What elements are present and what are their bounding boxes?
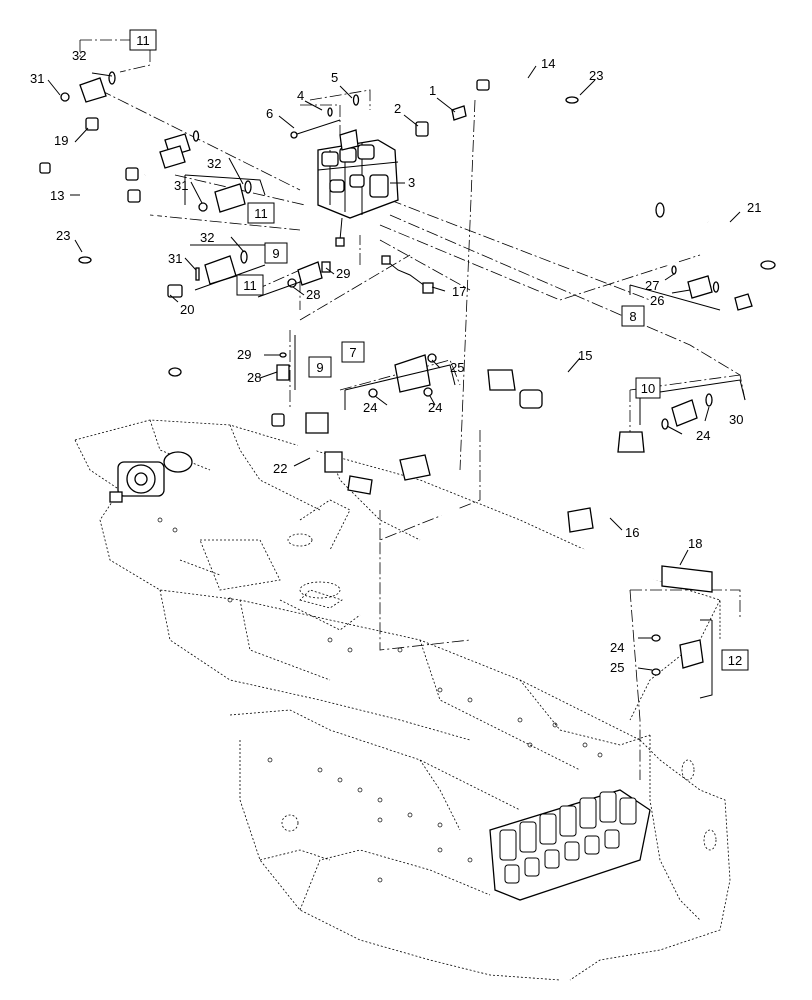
drive-motor <box>109 451 193 503</box>
callout-3: 3 <box>408 175 415 190</box>
kit-label-12: 12 <box>721 649 749 671</box>
callout-24-kit7-right: 24 <box>428 400 442 415</box>
callout-4: 4 <box>297 88 304 103</box>
kit-label-11-mid: 11 <box>247 202 275 224</box>
svg-text:11: 11 <box>254 206 268 221</box>
callout-17: 17 <box>452 284 466 299</box>
callout-24-kit10: 24 <box>696 428 710 443</box>
callout-13: 13 <box>50 188 64 203</box>
phantom-lines <box>79 39 746 780</box>
kit-brackets <box>184 174 746 699</box>
callout-31-mid: 31 <box>174 178 188 193</box>
callout-31-top: 31 <box>30 71 44 86</box>
callout-24-kit7-left: 24 <box>363 400 377 415</box>
callout-26: 26 <box>650 293 664 308</box>
kit-label-11-low: 11 <box>236 274 264 296</box>
svg-text:11: 11 <box>243 278 257 293</box>
callout-28-upper: 28 <box>306 287 320 302</box>
callout-1: 1 <box>429 83 436 98</box>
kit-label-9-lower: 9 <box>308 356 332 378</box>
main-control-valve <box>489 789 651 901</box>
callout-29-upper: 29 <box>336 266 350 281</box>
callout-27: 27 <box>645 278 659 293</box>
callout-24-kit12: 24 <box>610 640 624 655</box>
svg-text:7: 7 <box>349 345 356 360</box>
callout-32-low: 32 <box>200 230 214 245</box>
kit-label-9-upper: 9 <box>264 242 288 264</box>
callout-29-lower: 29 <box>237 347 251 362</box>
kit-label-7: 7 <box>341 341 365 363</box>
svg-text:12: 12 <box>728 653 742 668</box>
svg-text:9: 9 <box>272 246 279 261</box>
callout-19: 19 <box>54 133 68 148</box>
kit-label-10: 10 <box>635 377 661 399</box>
callout-22: 22 <box>273 461 287 476</box>
callout-2: 2 <box>394 101 401 116</box>
loader-control-valve <box>317 129 399 247</box>
callout-6: 6 <box>266 106 273 121</box>
callout-30: 30 <box>729 412 743 427</box>
callout-20: 20 <box>180 302 194 317</box>
callout-32-mid: 32 <box>207 156 221 171</box>
chassis-frame <box>74 419 731 981</box>
callout-25-kit12: 25 <box>610 660 624 675</box>
callout-23-left: 23 <box>56 228 70 243</box>
callout-21: 21 <box>747 200 761 215</box>
callout-28-lower: 28 <box>247 370 261 385</box>
kit-label-8: 8 <box>621 305 645 327</box>
callout-15: 15 <box>578 348 592 363</box>
svg-text:10: 10 <box>641 381 655 396</box>
callout-23-right: 23 <box>589 68 603 83</box>
svg-text:8: 8 <box>629 309 636 324</box>
callout-32-top: 32 <box>72 48 86 63</box>
callout-18: 18 <box>688 536 702 551</box>
callout-leaders <box>47 65 741 671</box>
callout-25-kit7: 25 <box>450 360 464 375</box>
hoses <box>39 79 776 593</box>
kit-label-11-top: 11 <box>129 29 157 51</box>
svg-text:9: 9 <box>316 360 323 375</box>
callout-31-low: 31 <box>168 251 182 266</box>
callout-5: 5 <box>331 70 338 85</box>
callout-14: 14 <box>541 56 555 71</box>
callout-16: 16 <box>625 525 639 540</box>
svg-text:11: 11 <box>136 33 150 48</box>
fittings <box>60 71 720 676</box>
